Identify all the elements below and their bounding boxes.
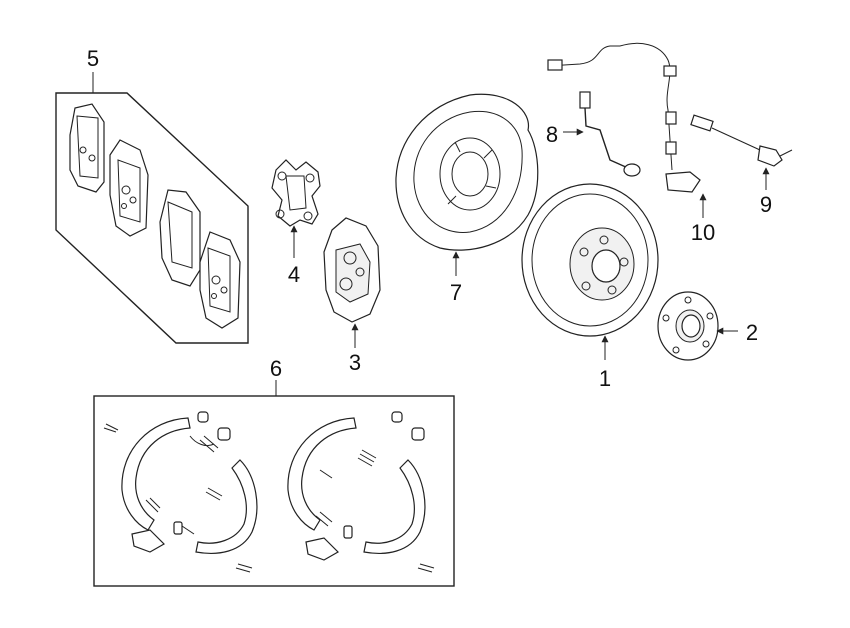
brake-dust-shield[interactable] [395, 93, 539, 251]
callout-2: 2 [746, 320, 758, 345]
brake-shoe-set-left[interactable] [103, 411, 258, 573]
callout-4: 4 [288, 262, 300, 287]
callout-5: 5 [87, 46, 99, 71]
brake-pad[interactable] [109, 139, 149, 237]
shoe-kit-frame [93, 395, 455, 587]
brake-shoe-set-right[interactable] [287, 411, 435, 573]
caliper-bracket[interactable] [271, 159, 321, 227]
callout-6: 6 [270, 356, 282, 381]
callout-8: 8 [546, 122, 558, 147]
callout-1: 1 [599, 366, 611, 391]
pad-wear-sensor-right[interactable] [690, 114, 793, 167]
parking-brake-shoe-kit [93, 380, 455, 587]
callout-9: 9 [760, 192, 772, 217]
wheel-speed-sensor[interactable] [619, 42, 701, 193]
wheel-hub-ring[interactable] [657, 291, 719, 361]
callout-10: 10 [691, 220, 715, 245]
brake-rotor[interactable] [521, 183, 659, 337]
brake-caliper[interactable] [323, 217, 381, 323]
callout-7: 7 [450, 280, 462, 305]
brake-pad[interactable] [199, 231, 241, 329]
callout-3: 3 [349, 350, 361, 375]
brake-pad-set-group [55, 72, 249, 344]
pad-wear-sensor-left[interactable] [547, 45, 641, 177]
brake-pad[interactable] [69, 103, 105, 193]
brake-pad[interactable] [159, 189, 201, 287]
pad-set-frame [55, 92, 249, 344]
